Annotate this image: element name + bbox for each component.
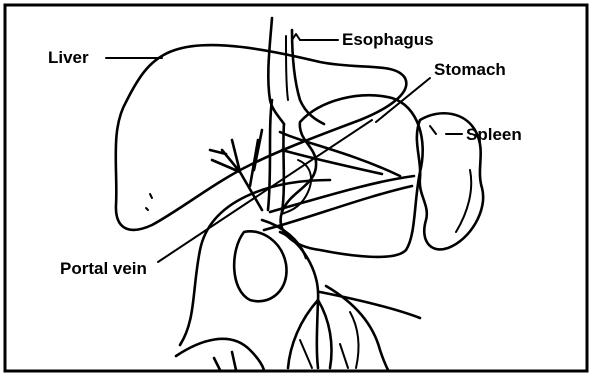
lower-vessel-1: [318, 300, 332, 368]
label-spleen: Spleen: [466, 125, 522, 144]
intestine-loop-large: [180, 180, 330, 345]
stomach-outline: [281, 95, 423, 257]
intestine-loop-left: [234, 231, 286, 301]
portal-vein: [280, 232, 318, 368]
lower-vessel-4: [320, 292, 420, 318]
esophagus-right-wall: [292, 30, 324, 124]
label-portal-vein: Portal vein: [60, 259, 147, 278]
lower-vessel-2: [288, 300, 318, 368]
label-esophagus: Esophagus: [342, 30, 434, 49]
lower-left-branch: [176, 339, 264, 370]
stomach-leader: [376, 78, 430, 122]
label-liver: Liver: [48, 48, 89, 67]
label-stomach: Stomach: [434, 60, 506, 79]
liver-mark: [146, 194, 152, 210]
lower-vessel-5: [300, 312, 358, 368]
vessel-upper-2: [282, 124, 284, 212]
portal-vein-branch: [262, 220, 306, 258]
